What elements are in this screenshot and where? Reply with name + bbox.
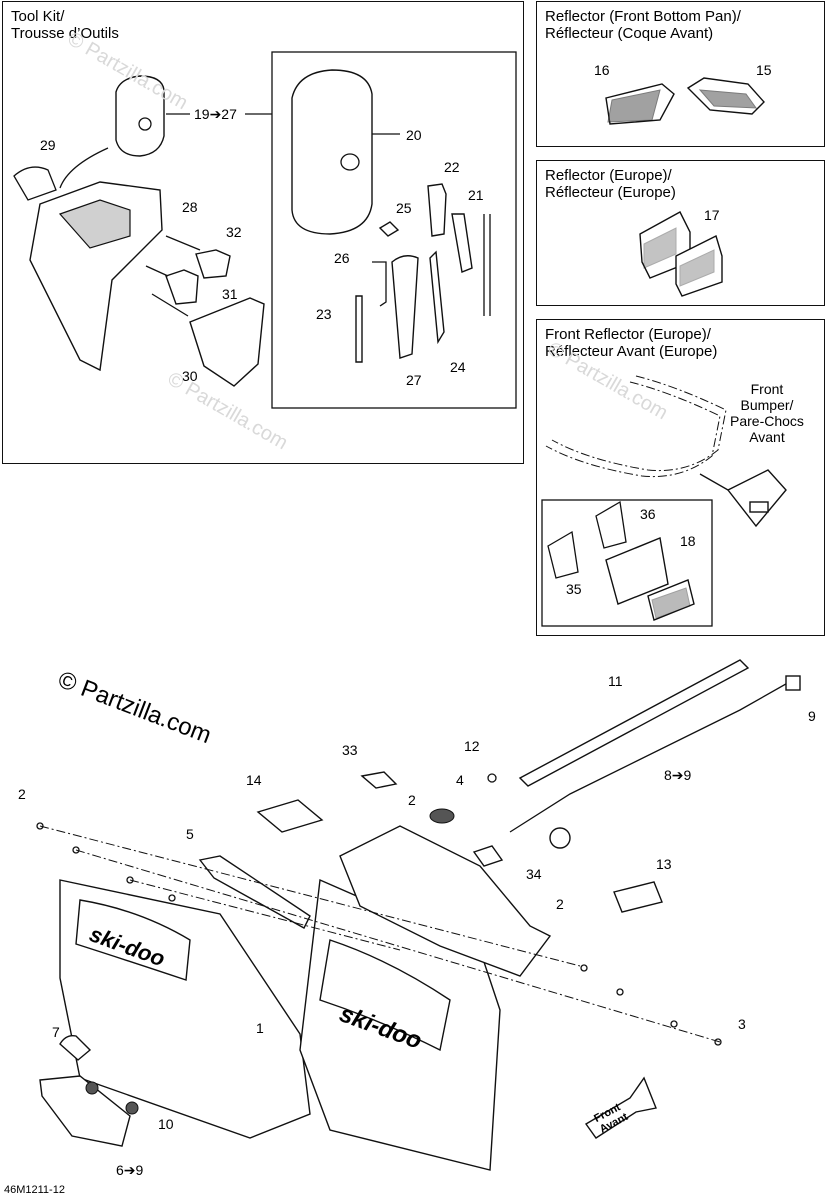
hex-key (372, 261, 387, 307)
callout-9: 9 (808, 708, 816, 724)
multi-tool (391, 255, 419, 359)
callout-30: 30 (182, 368, 198, 384)
callout-20: 20 (406, 127, 422, 143)
callout-1: 1 (256, 1020, 264, 1036)
tail-light-6 (39, 1075, 131, 1147)
spark-plug-socket (427, 183, 447, 237)
callout-28: 28 (182, 199, 198, 215)
tool-pouch-large (291, 69, 373, 235)
tool-kit-title: Tool Kit/ Trousse d’Outils (11, 8, 119, 42)
reflector-bracket-left (547, 530, 579, 579)
tool-kit-spacer-31 (165, 269, 199, 305)
callout-5: 5 (186, 826, 194, 842)
strap-tool (429, 250, 445, 345)
decal-13 (613, 881, 663, 913)
callout-35: 35 (566, 581, 582, 597)
reflector-front-bottom-pan-box: Reflector (Front Bottom Pan)/ Réflecteur… (536, 1, 825, 147)
callout-25: 25 (396, 200, 412, 216)
decal-33 (360, 771, 398, 789)
tool-kit-cover-30 (189, 297, 265, 387)
reflector-front-bottom-pan-title: Reflector (Front Bottom Pan)/ Réflecteur… (545, 8, 741, 42)
clip-tool (378, 221, 400, 237)
callout-23: 23 (316, 306, 332, 322)
callout-21: 21 (468, 187, 484, 203)
callout-26: 26 (334, 250, 350, 266)
reflector-17b (675, 235, 723, 297)
callout-18: 18 (680, 533, 696, 549)
callout-27: 27 (406, 372, 422, 388)
bulb-7 (59, 1034, 92, 1061)
callout-16: 16 (594, 62, 610, 78)
wire-harness-8 (509, 675, 801, 833)
decal-34 (472, 845, 504, 867)
callout-7: 7 (52, 1024, 60, 1040)
callout-11: 11 (608, 673, 623, 689)
clip-12 (487, 773, 497, 783)
callout-12: 12 (464, 738, 480, 754)
connector-9 (785, 675, 801, 691)
tool-kit-spacer-32 (195, 249, 231, 279)
reflector-strip-11 (518, 659, 750, 787)
callout-2c: 2 (556, 896, 564, 912)
callout-6: 6➔9 (116, 1162, 144, 1178)
reflector-clip-inset (726, 469, 787, 528)
callout-32: 32 (226, 224, 242, 240)
reflector-bracket-right (595, 500, 627, 549)
callout-10: 10 (158, 1116, 174, 1132)
tool-kit-strap (13, 166, 57, 201)
callout-24: 24 (450, 359, 466, 375)
callout-29: 29 (40, 137, 56, 153)
wrench (355, 295, 363, 363)
front-reflector-detail-frame (541, 499, 713, 627)
front-direction-arrow (584, 1076, 657, 1139)
callout-4: 4 (456, 772, 464, 788)
front-bumper-label: Front Bumper/ Pare-Chocs Avant (730, 381, 804, 445)
decal-14 (256, 799, 324, 833)
front-reflector-europe-title: Front Reflector (Europe)/ Réflecteur Ava… (545, 326, 718, 360)
callout-2b: 2 (408, 792, 416, 808)
callout-34: 34 (526, 866, 542, 882)
callout-14: 14 (246, 772, 262, 788)
nut-10a (85, 1081, 99, 1095)
callout-19: 19➔27 (194, 106, 237, 122)
emblem-4 (429, 808, 455, 824)
callout-33: 33 (342, 742, 358, 758)
callout-22: 22 (444, 159, 460, 175)
callout-17: 17 (704, 207, 720, 223)
callout-13: 13 (656, 856, 672, 872)
reflector-europe-title: Reflector (Europe)/ Réflecteur (Europe) (545, 167, 676, 201)
callout-2a: 2 (18, 786, 26, 802)
rear-bumper-bracket (339, 825, 552, 977)
nut-10b (125, 1101, 139, 1115)
front-bumper-outline (551, 375, 727, 472)
grommet (549, 827, 571, 849)
diagram-code: 46M1211-12 (4, 1184, 65, 1196)
reflector-housing-35 (605, 537, 669, 605)
callout-8: 8➔9 (664, 767, 692, 783)
reflector-lens-18 (647, 579, 695, 621)
tool-kit-contents-frame (271, 51, 517, 409)
callout-31: 31 (222, 286, 238, 302)
tool-pouch-small (115, 75, 165, 157)
hitch-plate-5 (198, 855, 311, 929)
callout-36: 36 (640, 506, 656, 522)
screwdriver-handle (451, 213, 473, 273)
callout-3: 3 (738, 1016, 746, 1032)
callout-15: 15 (756, 62, 772, 78)
